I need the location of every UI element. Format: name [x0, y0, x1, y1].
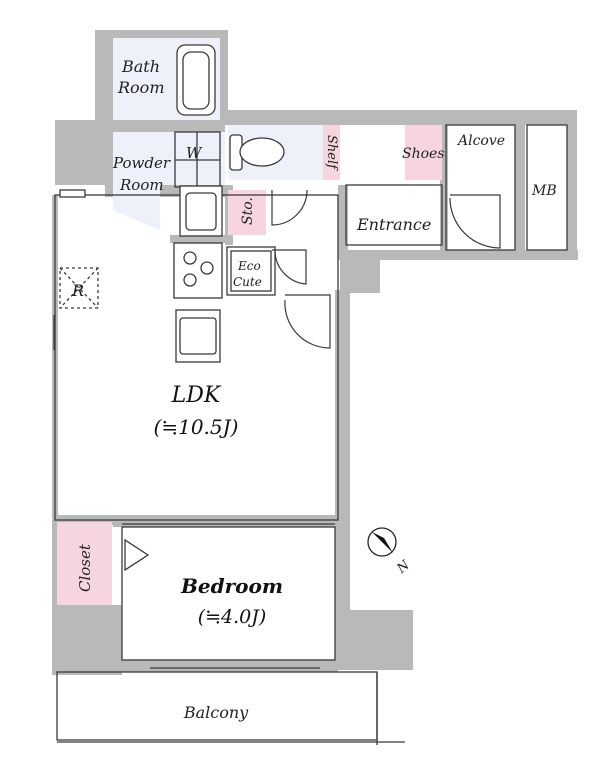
doors — [271, 189, 501, 349]
powder-room-label-1: Powder — [112, 154, 171, 172]
refrigerator-label: R — [71, 281, 84, 300]
balcony-label: Balcony — [183, 703, 249, 722]
shelf-label: Shelf — [324, 135, 339, 171]
ldk-size: (≒10.5J) — [154, 415, 239, 439]
washer-label: W — [186, 144, 203, 162]
sliding-doors — [53, 315, 335, 669]
powder-room-label-2: Room — [119, 176, 164, 194]
shoes-label: Shoes — [402, 146, 445, 162]
fixtures — [59, 44, 285, 572]
bedroom-label: Bedroom — [180, 574, 283, 598]
bath-room-label-1: Bath — [121, 57, 160, 76]
storage-label: Sto. — [240, 197, 256, 225]
eco-cute-label-1: Eco — [237, 259, 261, 273]
bedroom-size: (≒4.0J) — [198, 606, 267, 628]
ldk-label: LDK — [171, 383, 222, 408]
alcove-label: Alcove — [456, 133, 505, 149]
mb-label: MB — [531, 183, 557, 199]
room-outlines — [54, 124, 568, 745]
compass-icon: N — [367, 527, 414, 577]
closet-label: Closet — [76, 543, 94, 592]
entrance-label: Entrance — [356, 215, 431, 234]
bath-room-label-2: Room — [117, 78, 164, 97]
compass-direction: N — [394, 557, 414, 577]
eco-cute-label-2: Cute — [233, 275, 262, 289]
